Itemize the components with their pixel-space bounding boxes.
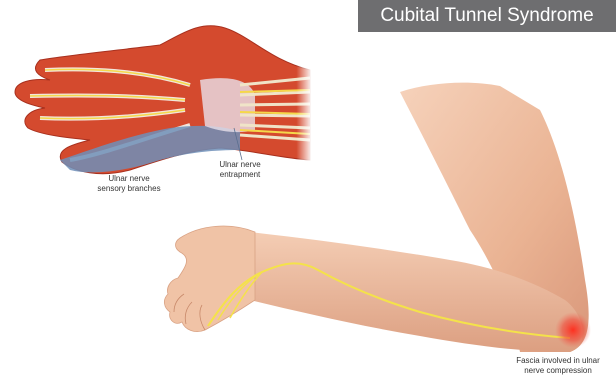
compression-spot xyxy=(555,312,591,348)
label-fascia: Fascia involved in ulnar nerve compressi… xyxy=(500,356,616,376)
label-sensory-branches-line1: Ulnar nerve xyxy=(84,174,174,184)
hand xyxy=(164,226,255,332)
label-fascia-line2: nerve compression xyxy=(500,366,616,376)
label-sensory-branches-line2: sensory branches xyxy=(84,184,174,194)
label-sensory-branches: Ulnar nerve sensory branches xyxy=(84,174,174,194)
label-fascia-line1: Fascia involved in ulnar xyxy=(500,356,616,366)
dissected-hand xyxy=(15,26,312,174)
page-title: Cubital Tunnel Syndrome xyxy=(358,0,616,32)
label-entrapment: Ulnar nerve entrapment xyxy=(200,160,280,180)
label-entrapment-line1: Ulnar nerve xyxy=(200,160,280,170)
label-entrapment-line2: entrapment xyxy=(200,170,280,180)
title-bar: Cubital Tunnel Syndrome xyxy=(358,0,616,32)
